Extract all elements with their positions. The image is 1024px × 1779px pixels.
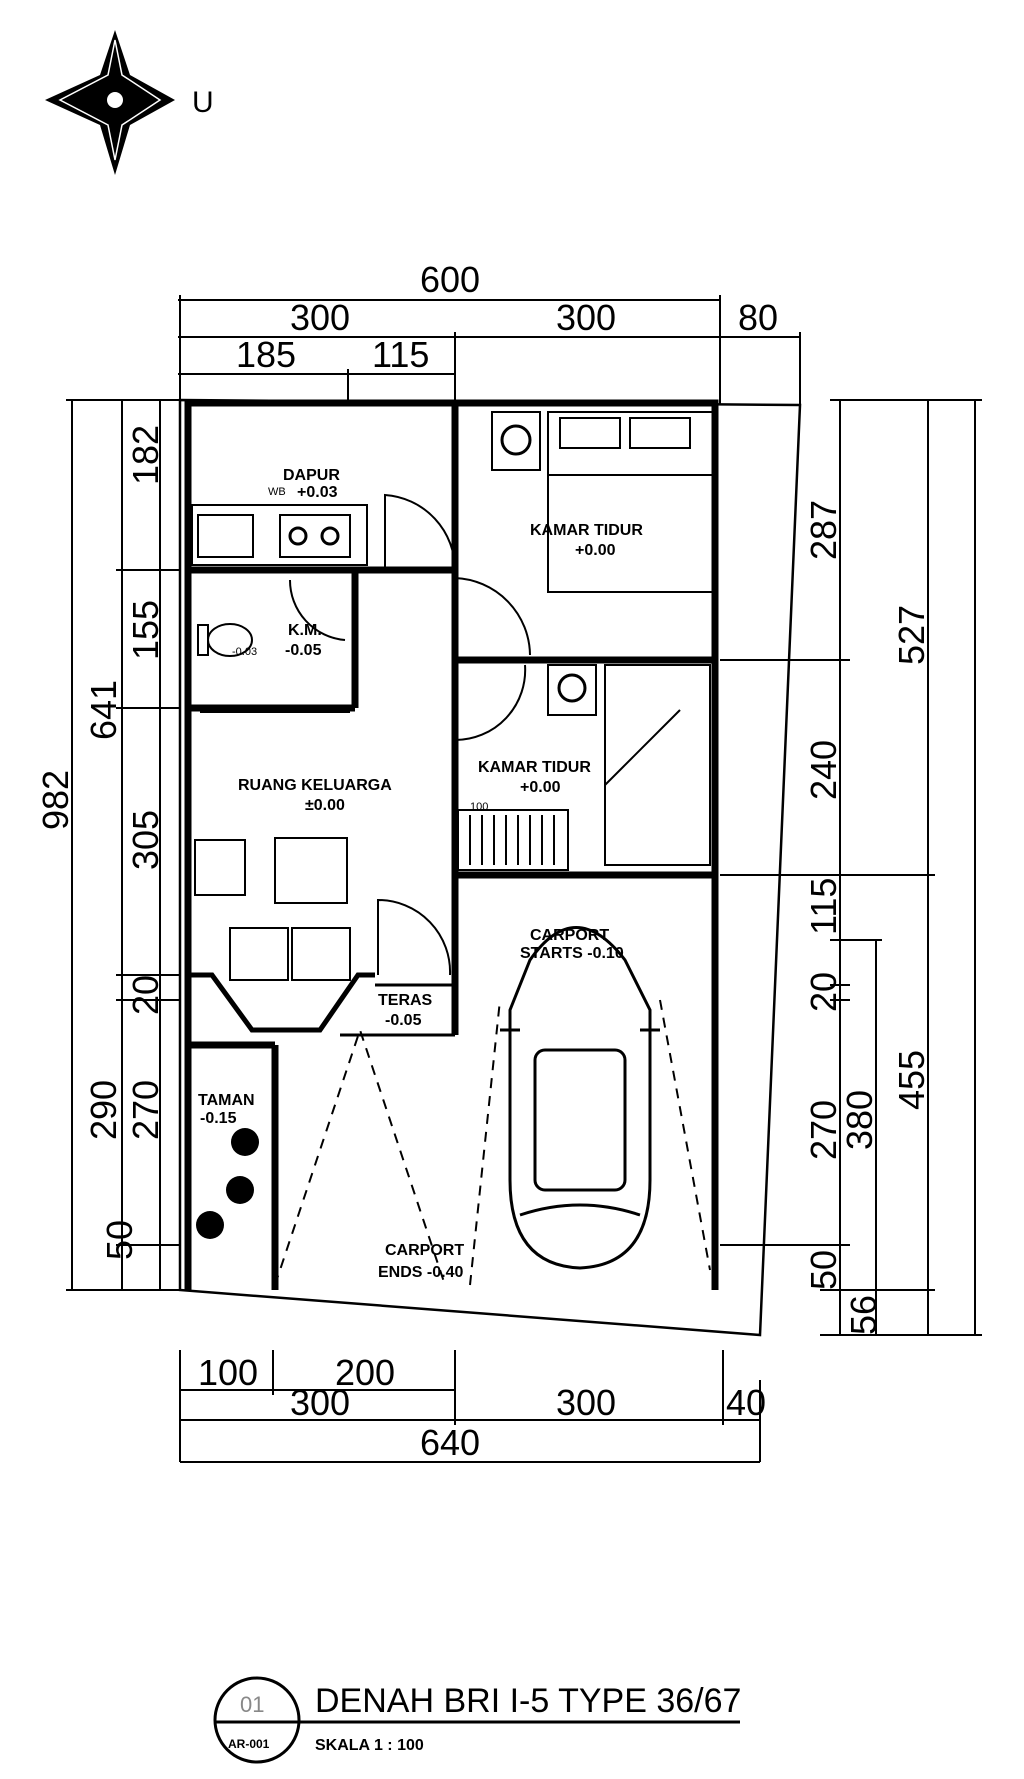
level-taman: -0.15 — [200, 1110, 237, 1127]
label-carport-top: CARPORT — [530, 927, 609, 944]
dim-top-sub-a: 185 — [236, 334, 296, 375]
dim-right-527: 527 — [891, 605, 932, 665]
dim-right-455: 455 — [891, 1050, 932, 1110]
level-kamar-tidur-1: +0.00 — [575, 542, 616, 559]
label-taman: TAMAN — [198, 1092, 255, 1109]
bed-2 — [604, 664, 711, 866]
dim-top-right: 300 — [556, 297, 616, 338]
sofa-seat-2 — [291, 927, 351, 981]
sheet-number: AR-001 — [228, 1737, 270, 1751]
dim-top-left: 300 — [290, 297, 350, 338]
plant-icon — [196, 1128, 259, 1239]
stove-icon — [279, 514, 351, 558]
nightstand-2 — [547, 664, 597, 716]
north-arrow-icon — [45, 30, 175, 175]
drawing-scale: SKALA 1 : 100 — [315, 1737, 424, 1754]
armchair — [194, 839, 246, 896]
label-dapur: DAPUR — [283, 467, 340, 484]
level-km-b: -0.03 — [232, 646, 257, 658]
drawing-number-circle — [213, 1676, 301, 1764]
level-kamar-tidur-2: +0.00 — [520, 779, 561, 796]
top-dimensions — [178, 295, 801, 405]
label-carport-bottom: CARPORT — [385, 1242, 464, 1259]
label-ruang-keluarga: RUANG KELUARGA — [238, 777, 392, 794]
dim-left-total: 982 — [35, 770, 76, 830]
bathroom-door-arc — [288, 579, 346, 641]
level-carport-top: STARTS -0.10 — [520, 945, 624, 962]
nightstand-1 — [491, 411, 541, 471]
dim-right-115: 115 — [803, 878, 844, 935]
carport-hatch — [274, 999, 711, 1286]
bed-1 — [547, 411, 714, 593]
dim-left-main: 641 — [83, 680, 124, 740]
level-km: -0.05 — [285, 642, 322, 659]
kitchen-door-arc — [384, 493, 457, 571]
level-ruang-keluarga: ±0.00 — [305, 797, 345, 814]
dim-bottom-right: 300 — [556, 1382, 616, 1423]
north-label: U — [192, 86, 214, 119]
level-carport-bottom: ENDS -0.40 — [378, 1264, 463, 1281]
dim-left-20: 20 — [125, 975, 166, 1015]
car-icon — [500, 926, 660, 1270]
label-kamar-tidur-1: KAMAR TIDUR — [530, 522, 643, 539]
level-dapur: +0.03 — [297, 484, 338, 501]
building-walls — [184, 399, 719, 1290]
dim-left-270: 270 — [125, 1080, 166, 1140]
sink-icon — [197, 514, 254, 558]
dim-bottom-100: 100 — [198, 1352, 258, 1393]
label-dapur-tag: WB — [268, 486, 286, 498]
coffee-table — [274, 837, 348, 904]
dim-right-287: 287 — [803, 500, 844, 560]
bottom-dimensions — [179, 1350, 761, 1463]
dim-right-20: 20 — [803, 972, 844, 1012]
bedroom-1-door-arc — [454, 577, 531, 656]
lamp-icon-2 — [557, 673, 587, 703]
label-stair-tag: 100 — [470, 801, 488, 813]
dim-left-305: 305 — [125, 810, 166, 870]
title-block: 01 AR-001 DENAH BRI I-5 TYPE 36/67 SKALA… — [213, 1676, 741, 1764]
drawing-number: 01 — [240, 1692, 264, 1717]
dim-top-total: 600 — [420, 259, 480, 300]
bedroom-2-door-arc — [454, 664, 527, 742]
dim-right-50: 50 — [803, 1250, 844, 1290]
left-dimensions — [66, 399, 180, 1291]
stairs — [457, 809, 569, 871]
sofa-seat-1 — [229, 927, 289, 981]
kitchen-counter — [191, 504, 368, 566]
dim-left-155: 155 — [125, 600, 166, 660]
dim-top-extra: 80 — [738, 297, 778, 338]
front-door-arc — [377, 898, 452, 976]
lamp-icon — [500, 424, 532, 456]
dim-bottom-left: 300 — [290, 1382, 350, 1423]
dim-top-sub-b: 115 — [372, 334, 429, 375]
dim-bottom-40: 40 — [726, 1382, 766, 1423]
dim-left-50: 50 — [99, 1220, 140, 1260]
dim-bottom-200: 200 — [335, 1352, 395, 1393]
level-teras: -0.05 — [385, 1012, 422, 1029]
drawing-title: DENAH BRI I-5 TYPE 36/67 — [315, 1682, 741, 1720]
dim-right-240: 240 — [803, 740, 844, 800]
toilet-icon — [197, 623, 253, 657]
label-km: K.M. — [288, 622, 322, 639]
right-dimensions — [720, 399, 982, 1336]
dim-right-270: 270 — [803, 1100, 844, 1160]
label-kamar-tidur-2: KAMAR TIDUR — [478, 759, 591, 776]
label-teras: TERAS — [378, 992, 433, 1009]
bay-window — [188, 972, 375, 1033]
dim-bottom-total: 640 — [420, 1422, 480, 1463]
dim-left-182: 182 — [125, 425, 166, 485]
dim-right-380: 380 — [839, 1090, 880, 1150]
dim-right-56: 56 — [843, 1295, 884, 1335]
dim-left-290: 290 — [83, 1080, 124, 1140]
